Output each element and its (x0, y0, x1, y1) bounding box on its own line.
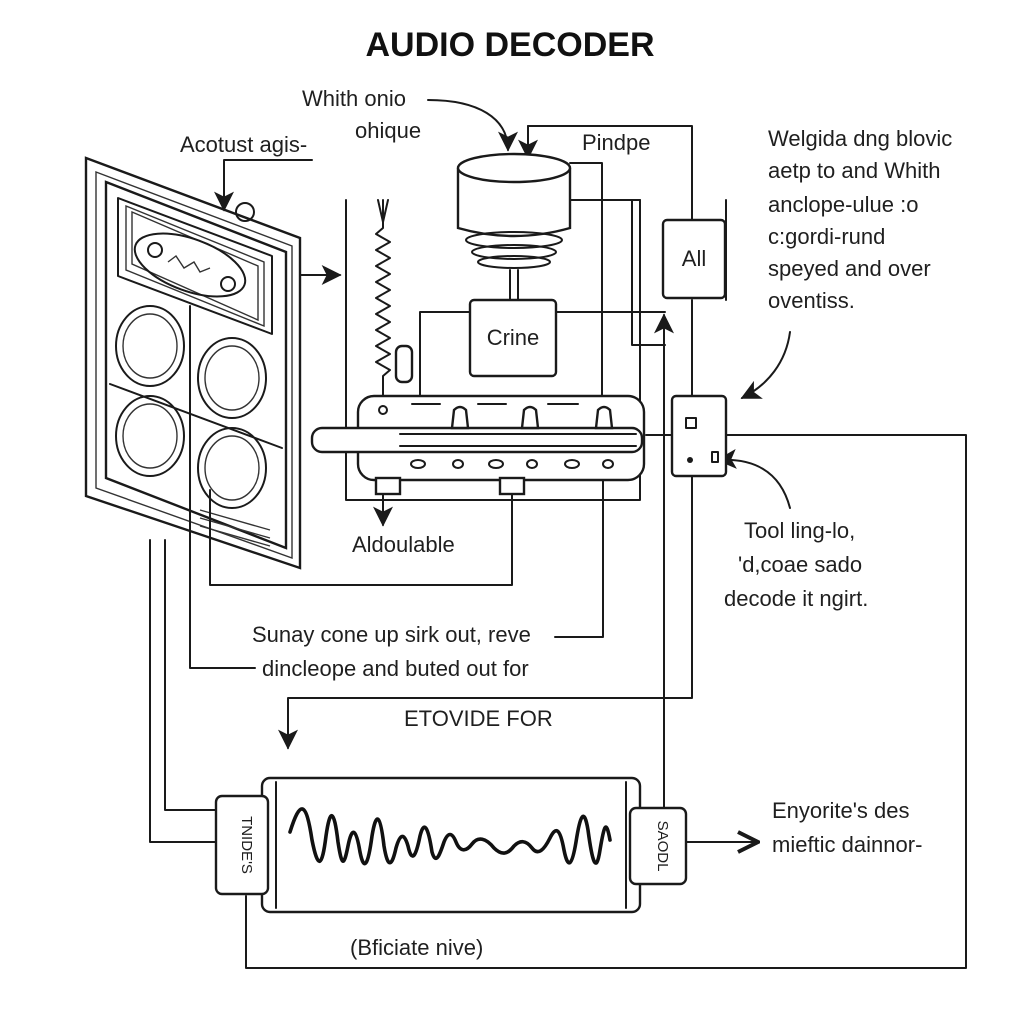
right-note-line-4: c:gordi-rund (768, 224, 885, 249)
signal-lines (149, 99, 967, 969)
label-pindpe: Pindpe (582, 130, 651, 155)
all-box: All (661, 218, 727, 300)
label-bottom: (Bficiate nive) (350, 935, 483, 960)
label-acoustic: Acotust agis- (180, 132, 307, 157)
right-block: SAODL (628, 806, 688, 886)
waveform-display (260, 776, 642, 914)
crine-label: Crine (487, 325, 540, 350)
right-note-line-1: Welgida dng blovic (768, 126, 952, 151)
right-note-line-3: anclope-ulue :o (768, 192, 918, 217)
right-note-line-2: aetp to and Whith (768, 158, 940, 183)
label-sunay-1: Sunay cone up sirk out, reve (252, 622, 531, 647)
diagram-title: AUDIO DECODER (365, 26, 654, 64)
label-aldoulable: Aldoulable (352, 532, 455, 557)
tool-note: Tool ling-lo, 'd,coae sado decode it ngi… (724, 518, 868, 611)
right-note: Welgida dng blovic aetp to and Whith anc… (768, 126, 952, 313)
tool-note-line-3: decode it ngirt. (724, 586, 868, 611)
left-block-label: TNIDE'S (238, 816, 255, 874)
waveform-signal (288, 807, 612, 866)
label-etovide: ETOVIDE FOR (404, 706, 553, 731)
circuit-board (310, 344, 646, 496)
label-whith-1: Whith onio (302, 86, 406, 111)
transducer-module (456, 152, 572, 301)
label-sunay-2: dincleope and buted out for (262, 656, 529, 681)
label-whith-2: ohique (355, 118, 421, 143)
label-enyorite-2: mieftic dainnor- (772, 832, 922, 857)
receiver-box (670, 394, 728, 478)
tool-note-line-2: 'd,coae sado (738, 552, 862, 577)
crine-box: Crine (468, 298, 558, 378)
label-enyorite-1: Enyorite's des (772, 798, 910, 823)
right-note-line-5: speyed and over (768, 256, 931, 281)
left-block: TNIDE'S (214, 794, 270, 896)
right-block-label: SAODL (654, 821, 671, 872)
speaker-panel (84, 156, 302, 570)
right-note-line-6: oventiss. (768, 288, 855, 313)
all-label: All (682, 246, 706, 271)
tool-note-line-1: Tool ling-lo, (744, 518, 855, 543)
